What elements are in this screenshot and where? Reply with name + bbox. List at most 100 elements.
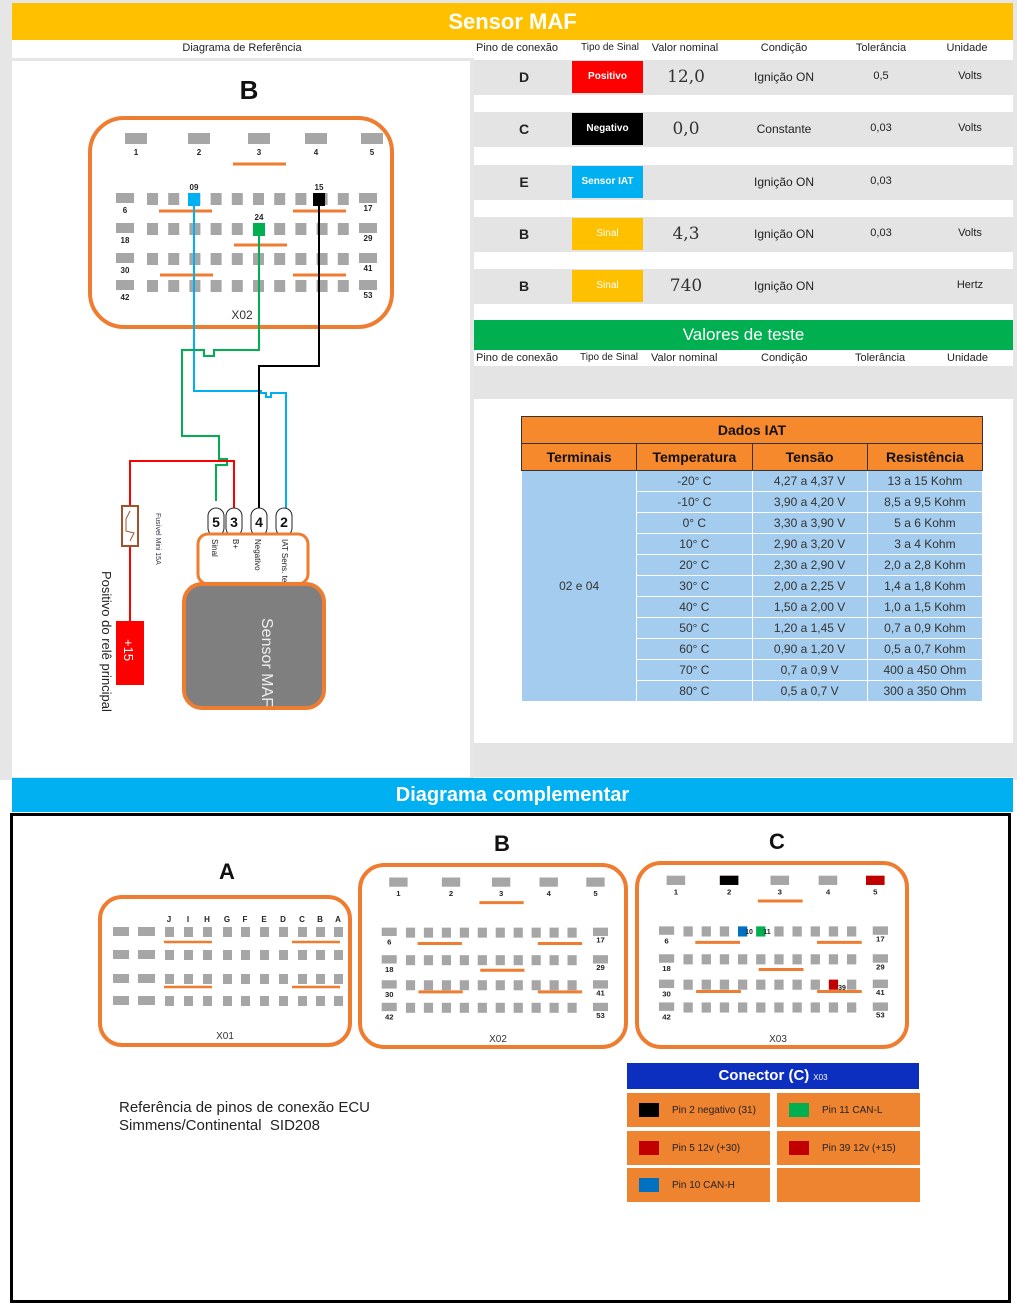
tolerance-value: 0,5 (873, 70, 889, 82)
pin (316, 223, 328, 235)
pin (260, 927, 269, 937)
tv-col-unit: Unidade (947, 352, 988, 364)
pin (513, 955, 523, 966)
iat-temperature: -10° C (636, 491, 753, 513)
iat-resistance: 1,4 a 1,8 Kohm (866, 575, 984, 597)
pin (459, 1002, 469, 1013)
pin (223, 927, 232, 937)
pin-number: 42 (662, 1012, 671, 1021)
pin (459, 980, 469, 991)
pin (495, 980, 505, 991)
pin (810, 1002, 820, 1013)
pin (770, 875, 790, 885)
test-values-header: Pino de conexão Tipo de Sinal Valor nomi… (474, 350, 1013, 366)
pin (405, 1002, 416, 1013)
pin (441, 980, 452, 991)
pin (658, 926, 675, 935)
pin (441, 877, 461, 887)
pin (231, 193, 243, 205)
pin (513, 1002, 523, 1013)
iat-temperature: 10° C (636, 533, 753, 555)
pin (828, 954, 839, 965)
pin-letter: C (299, 915, 305, 924)
pin-number: 18 (662, 964, 671, 973)
unit-value: Volts (958, 122, 982, 134)
pin (138, 950, 155, 959)
pin (405, 980, 416, 991)
pin (241, 996, 250, 1006)
header-tolerance: Tolerância (855, 42, 907, 54)
pin (231, 223, 243, 235)
pin (316, 974, 325, 984)
pin-number: 6 (123, 206, 128, 215)
pin (531, 980, 541, 991)
pin-number: 42 (121, 293, 130, 302)
pin (165, 927, 174, 937)
iat-col-resistance: Resistência (866, 443, 984, 471)
connector-c-outline (635, 861, 909, 1049)
iat-voltage: 2,00 a 2,25 V (751, 575, 868, 597)
nominal-value: 12,0 (667, 67, 705, 87)
pin-value: D (518, 69, 530, 85)
pin-number: 53 (596, 1011, 605, 1020)
pin (274, 193, 286, 205)
nominal-value: 740 (669, 276, 703, 296)
spec-footer (474, 743, 1013, 777)
connector-b-code: X02 (489, 1034, 507, 1045)
pin (531, 955, 541, 966)
pin (441, 927, 452, 938)
pin-value: B (518, 226, 530, 242)
iat-terminals: 02 e 04 (520, 470, 638, 702)
pin (138, 927, 155, 936)
pin (298, 996, 307, 1006)
pin (737, 1002, 748, 1013)
pin (477, 927, 487, 938)
pin (165, 950, 174, 960)
iat-col-temperature: Temperatura (636, 443, 753, 471)
pin-number: 3 (778, 887, 783, 896)
pin (756, 979, 766, 990)
sensor-pin-label: IAT Sens. temp. (280, 539, 289, 596)
pin (477, 955, 487, 966)
pin (184, 996, 193, 1006)
pin (184, 927, 193, 937)
pin (337, 223, 349, 235)
condition-value: Ignição ON (753, 175, 815, 189)
pin (774, 926, 784, 937)
pin (147, 253, 158, 265)
pin (846, 954, 857, 965)
header-unit: Unidade (946, 42, 988, 54)
pin (223, 974, 232, 984)
condition-value: Ignição ON (753, 70, 815, 84)
pin (658, 1002, 675, 1011)
pin-number: 18 (121, 236, 130, 245)
page-title: Sensor MAF (12, 3, 1013, 40)
iat-resistance: 300 a 350 Ohm (866, 680, 984, 702)
pin (116, 253, 134, 263)
ecu-ref-line2: Simmens/Continental SID208 (119, 1117, 320, 1134)
pin-number: 17 (364, 204, 373, 213)
pin (756, 926, 766, 937)
legend-label: Pin 5 12v (+30) (672, 1143, 741, 1154)
legend-swatch (639, 1141, 659, 1155)
pin-number: 4 (314, 148, 319, 157)
header-reference-diagram: Diagrama de Referência (182, 42, 302, 54)
pin (298, 927, 307, 937)
header-pin: Pino de conexão (476, 42, 558, 54)
pin-letter: F (243, 915, 248, 924)
pin (531, 927, 541, 938)
pin (168, 253, 180, 265)
pin (423, 927, 434, 938)
iat-table: Dados IAT Terminais Temperatura Tensão R… (520, 416, 984, 702)
pin (774, 979, 784, 990)
pin-number: 2 (727, 887, 731, 896)
pin (279, 950, 288, 960)
pin (337, 253, 349, 265)
